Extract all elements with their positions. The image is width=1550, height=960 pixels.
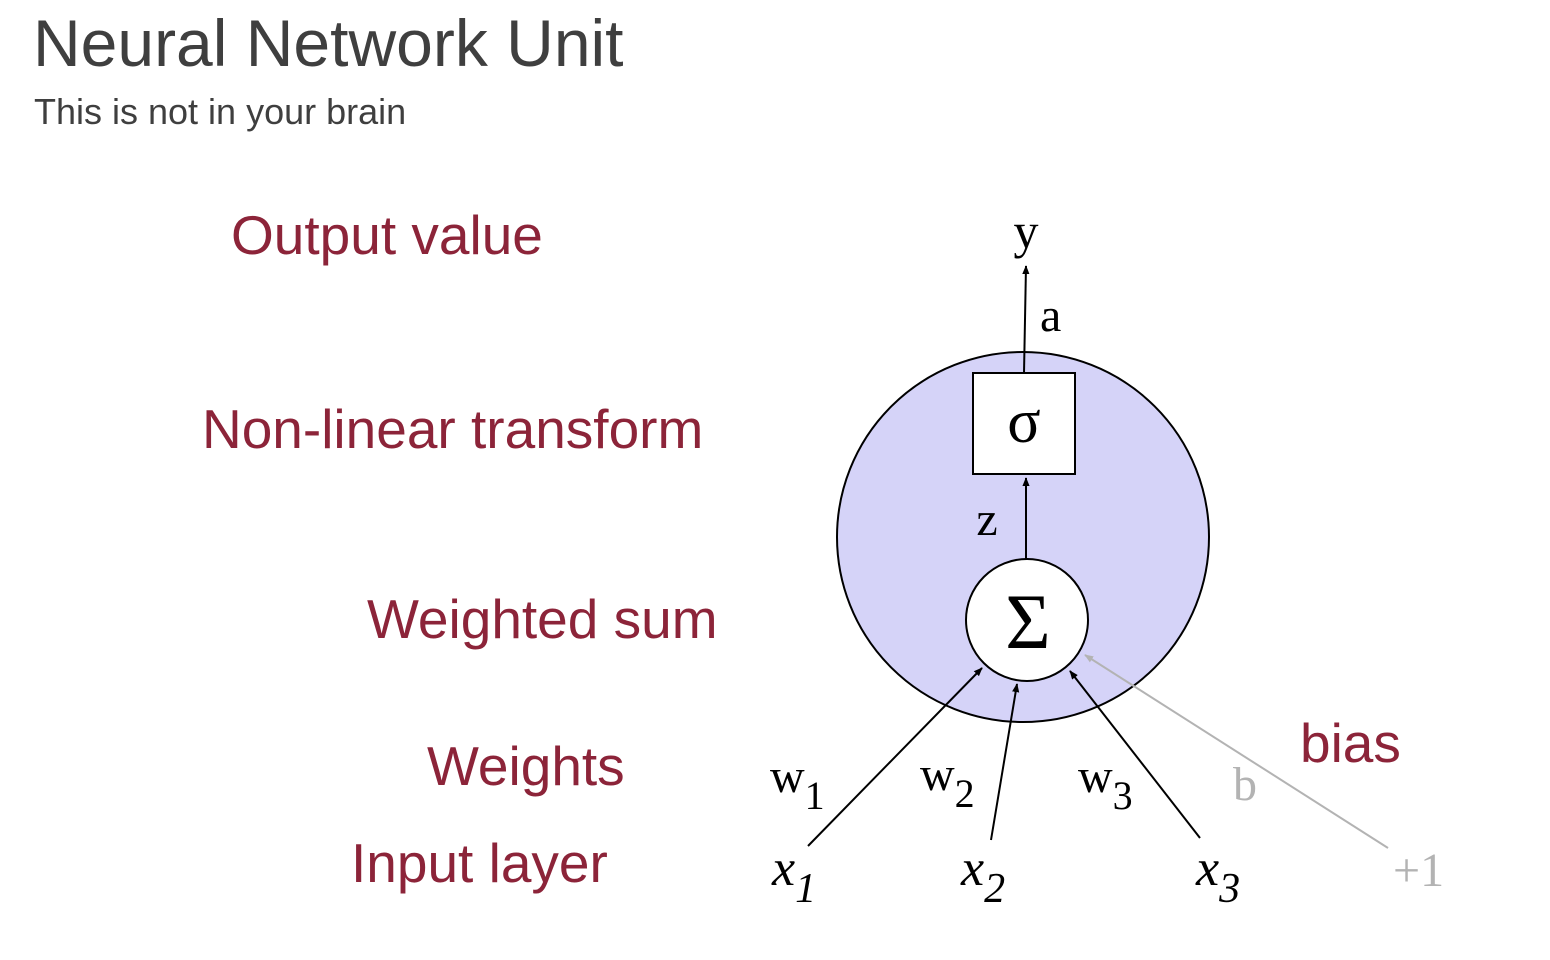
sigmoid-box xyxy=(972,372,1076,475)
weight-3-sub: 3 xyxy=(1113,773,1133,818)
input-arrow-2 xyxy=(990,683,1020,841)
input-arrow-1 xyxy=(807,667,983,847)
output-arrow xyxy=(1022,265,1030,374)
weight-2-sub: 2 xyxy=(955,771,975,816)
label-input-layer: Input layer xyxy=(351,832,608,894)
bias-input-text: +1 xyxy=(1393,844,1444,897)
weight-1-name: w xyxy=(770,750,805,803)
sum-symbol: Σ xyxy=(1005,578,1050,665)
label-output-value: Output value xyxy=(231,204,543,266)
label-bias: bias xyxy=(1300,712,1401,774)
activation-a-text: a xyxy=(1040,289,1061,342)
sigmoid-symbol: σ xyxy=(1007,388,1040,456)
label-non-linear-transform: Non-linear transform xyxy=(202,398,704,460)
weight-1: w1 xyxy=(770,750,825,818)
input-2: x2 xyxy=(960,840,1005,912)
unit-circle xyxy=(836,351,1210,723)
label-weighted-sum: Weighted sum xyxy=(367,588,718,650)
z-text: z xyxy=(976,493,997,546)
input-2-name: x xyxy=(960,840,984,897)
input-2-sub: 2 xyxy=(984,866,1005,912)
input-arrow-3 xyxy=(1069,670,1201,839)
sum-node xyxy=(965,558,1089,682)
input-3-sub: 3 xyxy=(1218,866,1240,912)
weight-3-name: w xyxy=(1078,750,1113,803)
label-weights: Weights xyxy=(427,735,625,797)
slide-title: Neural Network Unit xyxy=(33,6,624,80)
bias-b-text: b xyxy=(1233,758,1257,811)
weight-2-name: w xyxy=(920,748,955,801)
output-y-text: y xyxy=(1014,203,1039,259)
input-1-sub: 1 xyxy=(795,866,816,912)
input-1-name: x xyxy=(771,840,795,897)
weight-2: w2 xyxy=(920,748,975,816)
input-1: x1 xyxy=(771,840,816,912)
slide-subtitle: This is not in your brain xyxy=(34,91,407,132)
weight-3: w3 xyxy=(1078,750,1133,818)
input-3-name: x xyxy=(1195,840,1219,897)
input-3: x3 xyxy=(1195,840,1240,912)
bias-arrow xyxy=(1084,654,1389,849)
weight-1-sub: 1 xyxy=(805,773,825,818)
